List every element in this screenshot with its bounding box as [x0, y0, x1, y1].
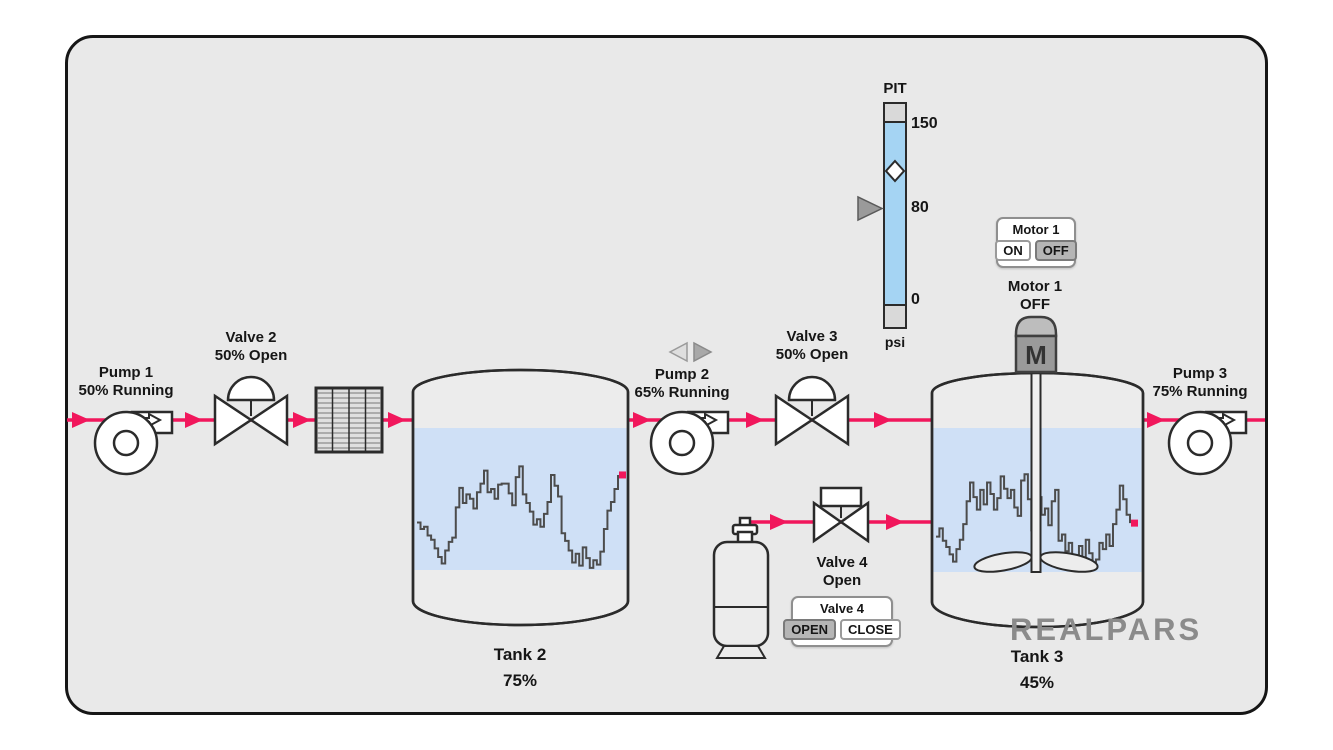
- tank2-name: Tank 2: [493, 645, 547, 664]
- flow-arrows: [72, 412, 1165, 530]
- heat-exchanger-symbol: [314, 386, 384, 454]
- valve4-symbol: [812, 486, 870, 544]
- motor1-control-panel: Motor 1 ON OFF: [995, 217, 1077, 268]
- motor1-status: OFF: [1019, 296, 1050, 313]
- tank2-level-trend: [417, 465, 619, 569]
- valve4-close-button[interactable]: CLOSE: [840, 619, 901, 640]
- valve4-status: Open: [822, 572, 862, 589]
- pump3-name: Pump 3: [1172, 365, 1228, 382]
- pit-title: PIT: [883, 80, 907, 97]
- pump3-label: Pump 3 75% Running: [1152, 365, 1247, 401]
- motor1-on-button[interactable]: ON: [995, 240, 1031, 261]
- valve3-label: Valve 3 50% Open: [776, 328, 849, 364]
- pump2-decrease-arrow[interactable]: [668, 341, 688, 363]
- motor1-symbol: [1014, 315, 1058, 374]
- tank3-level: 45%: [1019, 673, 1055, 692]
- pit-scale-min: 0: [911, 291, 920, 308]
- pump1-symbol: [93, 410, 174, 476]
- valve3-status: 50% Open: [775, 346, 849, 363]
- tank3-name: Tank 3: [1010, 647, 1064, 666]
- pump3-status: 75% Running: [1152, 383, 1248, 400]
- valve4-caption: Valve 4 Open: [817, 554, 868, 590]
- pump1-status: 50% Running: [78, 382, 174, 399]
- valve3-name: Valve 3: [786, 328, 838, 345]
- valve4-open-button[interactable]: OPEN: [783, 619, 837, 640]
- tank2-caption: Tank 2 75%: [494, 642, 547, 694]
- gas-vessel-symbol: [712, 516, 770, 659]
- pump2-symbol: [649, 410, 730, 476]
- valve2-symbol: [213, 375, 289, 447]
- pit-gauge-bar: [883, 121, 907, 306]
- valve3-symbol: [774, 375, 850, 447]
- pit-scale-max: 150: [911, 115, 938, 132]
- pump3-symbol: [1167, 410, 1248, 476]
- motor1-name: Motor 1: [1007, 278, 1063, 295]
- pump2-label: Pump 2 65% Running: [634, 366, 729, 402]
- pit-value-pointer: [857, 195, 884, 222]
- motor1-off-button[interactable]: OFF: [1034, 240, 1077, 261]
- tank3-caption: Tank 3 45%: [1011, 644, 1064, 696]
- motor1-panel-title: Motor 1: [1012, 222, 1060, 237]
- valve4-panel-title: Valve 4: [819, 601, 865, 616]
- pit-value: 80: [911, 199, 929, 216]
- pit-unit: psi: [884, 334, 906, 350]
- valve4-name: Valve 4: [816, 554, 868, 571]
- valve2-status: 50% Open: [214, 347, 288, 364]
- tank3-trend-marker: [1131, 519, 1138, 527]
- motor1-caption: Motor 1 OFF: [1008, 278, 1062, 314]
- motor1-symbol-letter: M: [1025, 340, 1047, 370]
- pump2-name: Pump 2: [654, 366, 710, 383]
- pump1-name: Pump 1: [98, 364, 154, 381]
- pump2-speed-controls: [668, 341, 713, 363]
- pit-gauge: [857, 102, 907, 329]
- pump1-label: Pump 1 50% Running: [78, 364, 173, 400]
- tank2-symbol: [411, 368, 630, 627]
- tank3-symbol: [930, 371, 1145, 629]
- tank2-level: 75%: [502, 671, 538, 690]
- realpars-logo: REALPARS: [1010, 611, 1203, 648]
- valve2-name: Valve 2: [225, 329, 277, 346]
- tank2-trend-marker: [619, 471, 626, 479]
- valve2-label: Valve 2 50% Open: [215, 329, 288, 365]
- pump2-status: 65% Running: [634, 384, 730, 401]
- valve4-control-panel: Valve 4 OPEN CLOSE: [783, 596, 901, 647]
- pump2-increase-arrow[interactable]: [693, 341, 713, 363]
- tank2-liquid: [414, 428, 627, 570]
- pit-setpoint-diamond[interactable]: [884, 159, 906, 183]
